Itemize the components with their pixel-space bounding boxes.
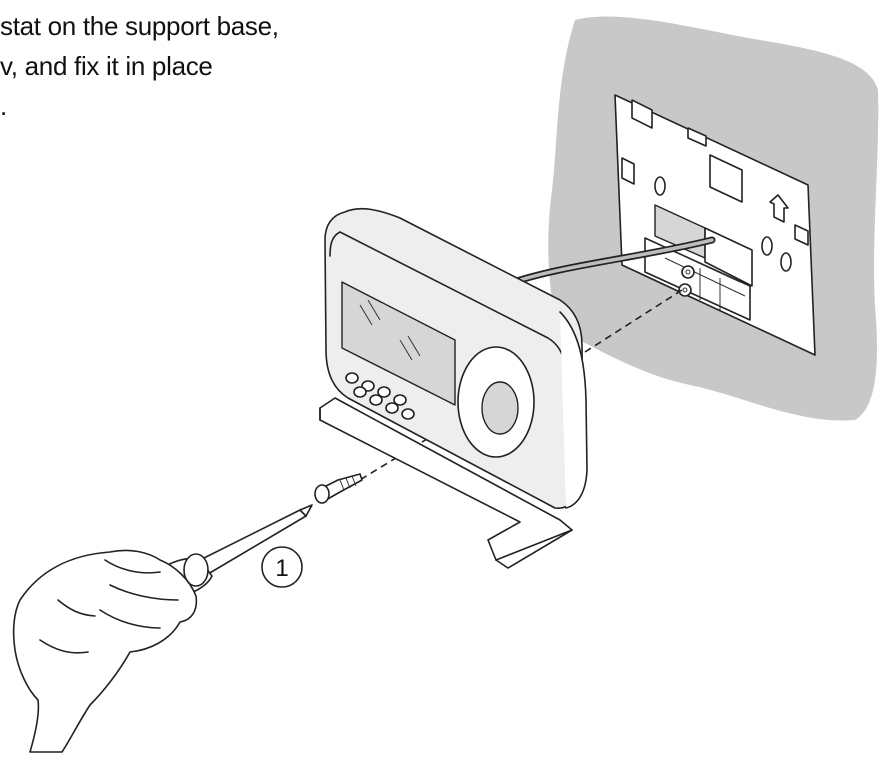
support-base	[319, 397, 573, 569]
lcd-display	[341, 281, 456, 406]
step-number-label: 1	[275, 555, 288, 582]
control-buttons	[345, 372, 415, 420]
wall-mounting-plate	[614, 94, 816, 356]
hand	[12, 549, 198, 753]
step-callout: 1	[261, 546, 303, 588]
caption-line-3: .	[0, 91, 7, 121]
thermostat-unit	[324, 207, 588, 509]
instruction-caption: stat on the support base, v, and fix it …	[0, 6, 279, 126]
caption-line-1: stat on the support base,	[0, 11, 279, 41]
caption-line-2: v, and fix it in place	[0, 51, 213, 81]
screw	[314, 473, 363, 504]
